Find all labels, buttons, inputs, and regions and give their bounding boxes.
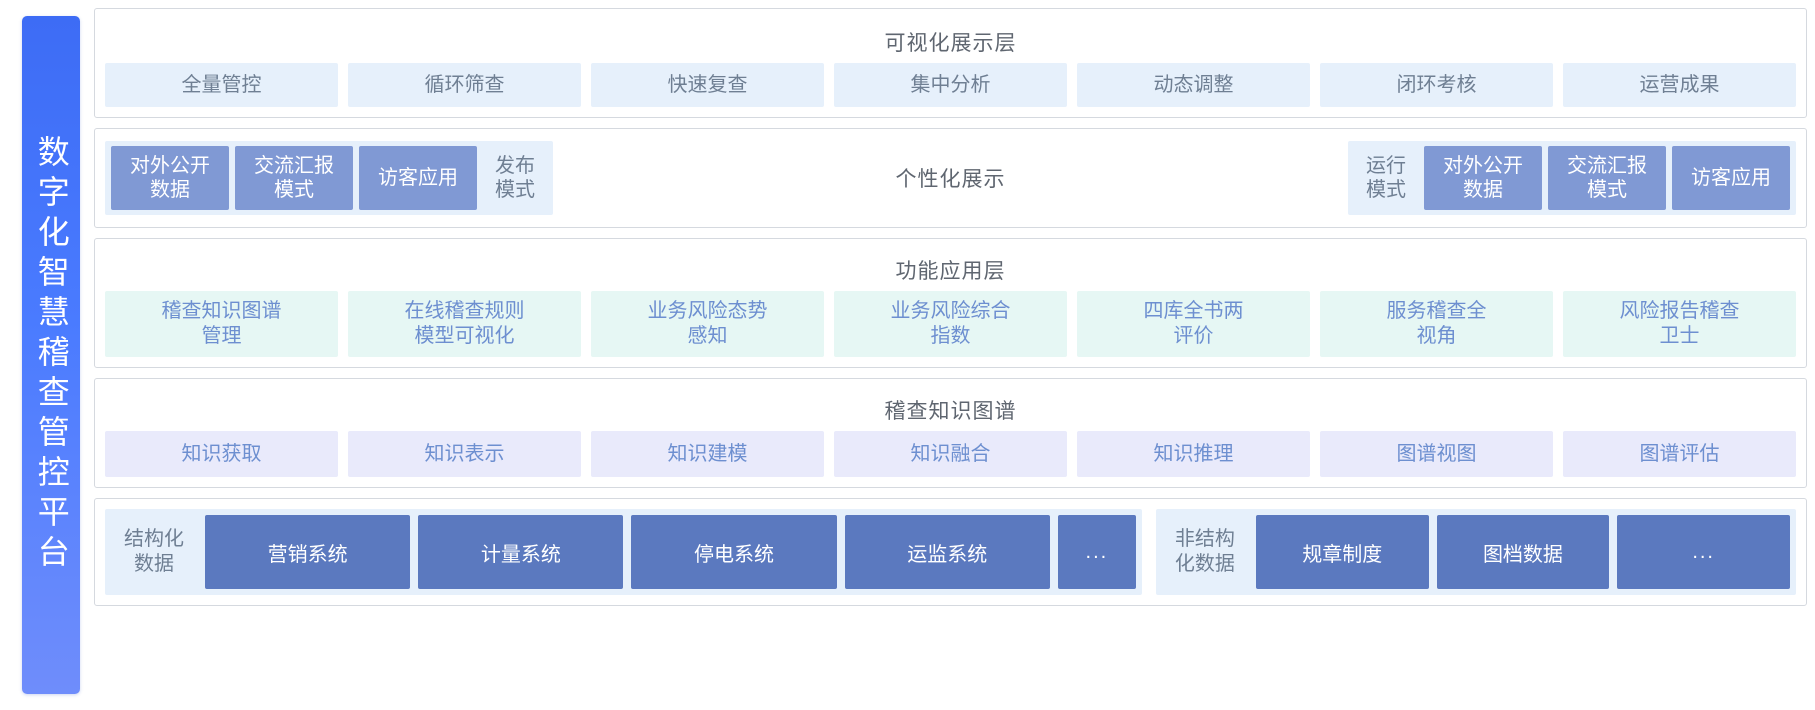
chip-structured-2[interactable]: 停电系统 [631,515,837,589]
data-unstructured-label: 非结构 化数据 [1174,528,1235,575]
chip-structured-more[interactable]: ... [1057,515,1136,589]
layer-stack: 可视化展示层 全量管控 循环筛查 快速复查 集中分析 动态调整 闭环考核 运营成… [94,8,1807,702]
chip-function-6[interactable]: 风险报告稽查 卫士 [1563,291,1796,357]
layer-visualization: 可视化展示层 全量管控 循环筛查 快速复查 集中分析 动态调整 闭环考核 运营成… [94,8,1807,118]
chip-personalized-left-0[interactable]: 对外公开 数据 [111,146,229,210]
chip-function-3[interactable]: 业务风险综合 指数 [834,291,1067,357]
chip-personalized-left-2[interactable]: 访客应用 [359,146,477,210]
chip-knowledge-2[interactable]: 知识建模 [591,431,824,477]
chip-visualization-0[interactable]: 全量管控 [105,63,338,107]
chip-function-5[interactable]: 服务稽查全 视角 [1320,291,1553,357]
chip-function-2[interactable]: 业务风险态势 感知 [591,291,824,357]
chip-unstructured-1[interactable]: 图档数据 [1436,515,1610,589]
chip-visualization-5[interactable]: 闭环考核 [1320,63,1553,107]
layer-knowledge-chips: 知识获取 知识表示 知识建模 知识融合 知识推理 图谱视图 图谱评估 [95,431,1806,487]
chip-knowledge-6[interactable]: 图谱评估 [1563,431,1796,477]
chip-knowledge-3[interactable]: 知识融合 [834,431,1067,477]
chip-knowledge-0[interactable]: 知识获取 [105,431,338,477]
layer-knowledge-graph: 稽查知识图谱 知识获取 知识表示 知识建模 知识融合 知识推理 图谱视图 图谱评… [94,378,1807,488]
chip-personalized-right-3[interactable]: 访客应用 [1672,146,1790,210]
chip-visualization-1[interactable]: 循环筛查 [348,63,581,107]
chip-visualization-3[interactable]: 集中分析 [834,63,1067,107]
personalized-left-group: 对外公开 数据 交流汇报 模式 访客应用 发布 模式 [105,141,553,215]
layer-visualization-title: 可视化展示层 [884,32,1017,55]
chip-unstructured-more[interactable]: ... [1617,515,1791,589]
chip-knowledge-5[interactable]: 图谱视图 [1320,431,1553,477]
layer-personalized-display: 对外公开 数据 交流汇报 模式 访客应用 发布 模式 个性化展示 运行 模式 对… [94,128,1807,228]
data-group-structured: 结构化 数据 营销系统 计量系统 停电系统 运监系统 ... [105,509,1142,595]
chip-visualization-6[interactable]: 运营成果 [1563,63,1796,107]
personalized-right-group: 运行 模式 对外公开 数据 交流汇报 模式 访客应用 [1348,141,1796,215]
personalized-center-title: 个性化展示 [895,168,1006,191]
platform-title-banner: 数字化智慧稽查管控平台 [22,16,80,694]
chip-personalized-right-0[interactable]: 运行 模式 [1366,155,1406,201]
layer-function-application: 功能应用层 稽查知识图谱 管理 在线稽查规则 模型可视化 业务风险态势 感知 业… [94,238,1807,368]
chip-structured-0[interactable]: 营销系统 [205,515,411,589]
chip-function-0[interactable]: 稽查知识图谱 管理 [105,291,338,357]
layer-function-chips: 稽查知识图谱 管理 在线稽查规则 模型可视化 业务风险态势 感知 业务风险综合 … [95,291,1806,367]
chip-personalized-right-2[interactable]: 交流汇报 模式 [1548,146,1666,210]
chip-unstructured-0[interactable]: 规章制度 [1255,515,1429,589]
chip-knowledge-1[interactable]: 知识表示 [348,431,581,477]
layer-function-title: 功能应用层 [895,260,1006,283]
data-group-unstructured: 非结构 化数据 规章制度 图档数据 ... [1155,509,1796,595]
data-structured-label: 结构化 数据 [124,528,184,575]
chip-visualization-2[interactable]: 快速复查 [591,63,824,107]
chip-personalized-left-3[interactable]: 发布 模式 [495,155,535,201]
chip-visualization-4[interactable]: 动态调整 [1077,63,1310,107]
layer-data-sources: 结构化 数据 营销系统 计量系统 停电系统 运监系统 ... 非结构 化数据 规… [94,498,1807,606]
personalized-band: 对外公开 数据 交流汇报 模式 访客应用 发布 模式 个性化展示 运行 模式 对… [105,141,1796,215]
platform-title-text: 数字化智慧稽查管控平台 [33,135,70,575]
chip-function-4[interactable]: 四库全书两 评价 [1077,291,1310,357]
chip-structured-3[interactable]: 运监系统 [844,515,1050,589]
layer-knowledge-title: 稽查知识图谱 [884,400,1017,423]
chip-personalized-left-1[interactable]: 交流汇报 模式 [235,146,353,210]
chip-knowledge-4[interactable]: 知识推理 [1077,431,1310,477]
chip-function-1[interactable]: 在线稽查规则 模型可视化 [348,291,581,357]
chip-personalized-right-1[interactable]: 对外公开 数据 [1424,146,1542,210]
chip-structured-1[interactable]: 计量系统 [418,515,624,589]
layer-visualization-chips: 全量管控 循环筛查 快速复查 集中分析 动态调整 闭环考核 运营成果 [95,63,1806,117]
